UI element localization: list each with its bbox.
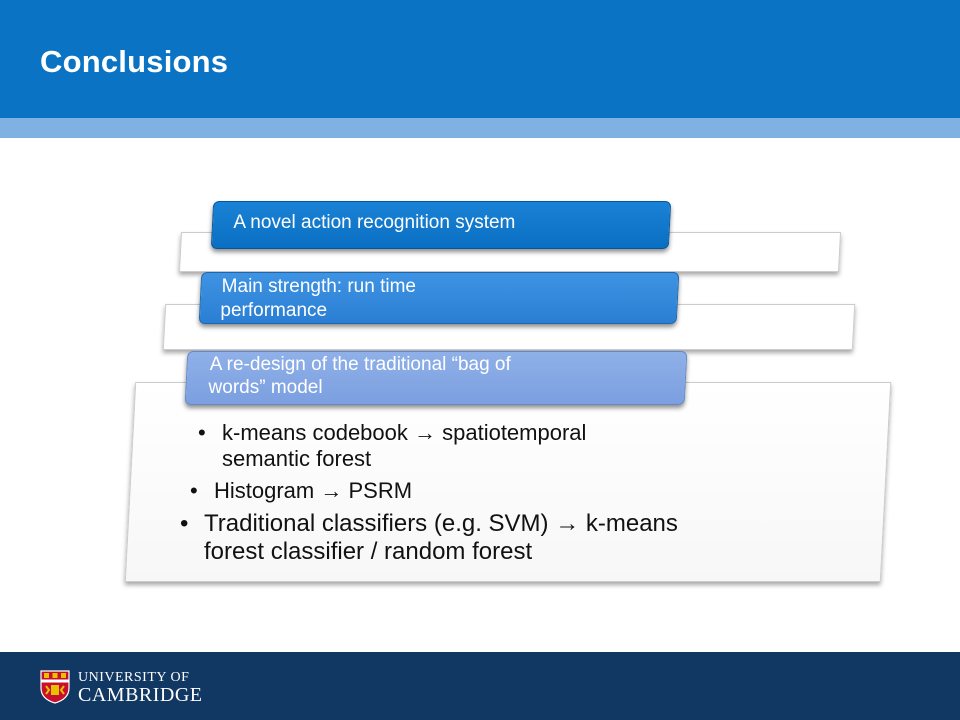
slide-title: Conclusions: [40, 44, 229, 79]
tab-novel-system-text: A novel action recognition system: [233, 212, 516, 233]
bullet-item: • Traditional classifiers (e.g. SVM) → k…: [180, 510, 860, 566]
tab-redesign-line2: words” model: [208, 377, 323, 398]
tab-novel-system: A novel action recognition system: [210, 201, 672, 249]
footer-bar: [0, 652, 960, 720]
tab-main-strength-line2: performance: [220, 300, 328, 321]
bullet-glyph: •: [190, 478, 198, 503]
tab-redesign-line1: A re-design of the traditional “bag of: [209, 354, 511, 375]
bullet-item: • k-means codebook → spatiotemporal sema…: [198, 420, 860, 472]
logo-text-line1: UNIVERSITY OF: [78, 670, 190, 685]
bullet-glyph: •: [198, 420, 206, 445]
bullet-text-line1: Histogram → PSRM: [214, 478, 413, 503]
tab-main-strength-line1: Main strength: run time: [221, 276, 416, 297]
tab-redesign: A re-design of the traditional “bag of w…: [184, 351, 688, 405]
header-stripe: [0, 118, 960, 138]
bullet-text-line1: k-means codebook → spatiotemporal: [222, 420, 587, 445]
bullet-text-line2: semantic forest: [222, 446, 372, 471]
bullet-list: • k-means codebook → spatiotemporal sema…: [180, 420, 860, 566]
logo-text-line2: CAMBRIDGE: [78, 684, 203, 706]
bullet-text-line2: forest classifier / random forest: [204, 538, 533, 565]
tab-main-strength: Main strength: run time performance: [198, 272, 680, 324]
header-bar: [0, 0, 960, 118]
bullet-item: • Histogram → PSRM: [190, 478, 860, 504]
bullet-text-line1: Traditional classifiers (e.g. SVM) → k-m…: [204, 510, 678, 537]
university-crest-icon: [40, 670, 70, 704]
bullet-glyph: •: [180, 510, 189, 537]
